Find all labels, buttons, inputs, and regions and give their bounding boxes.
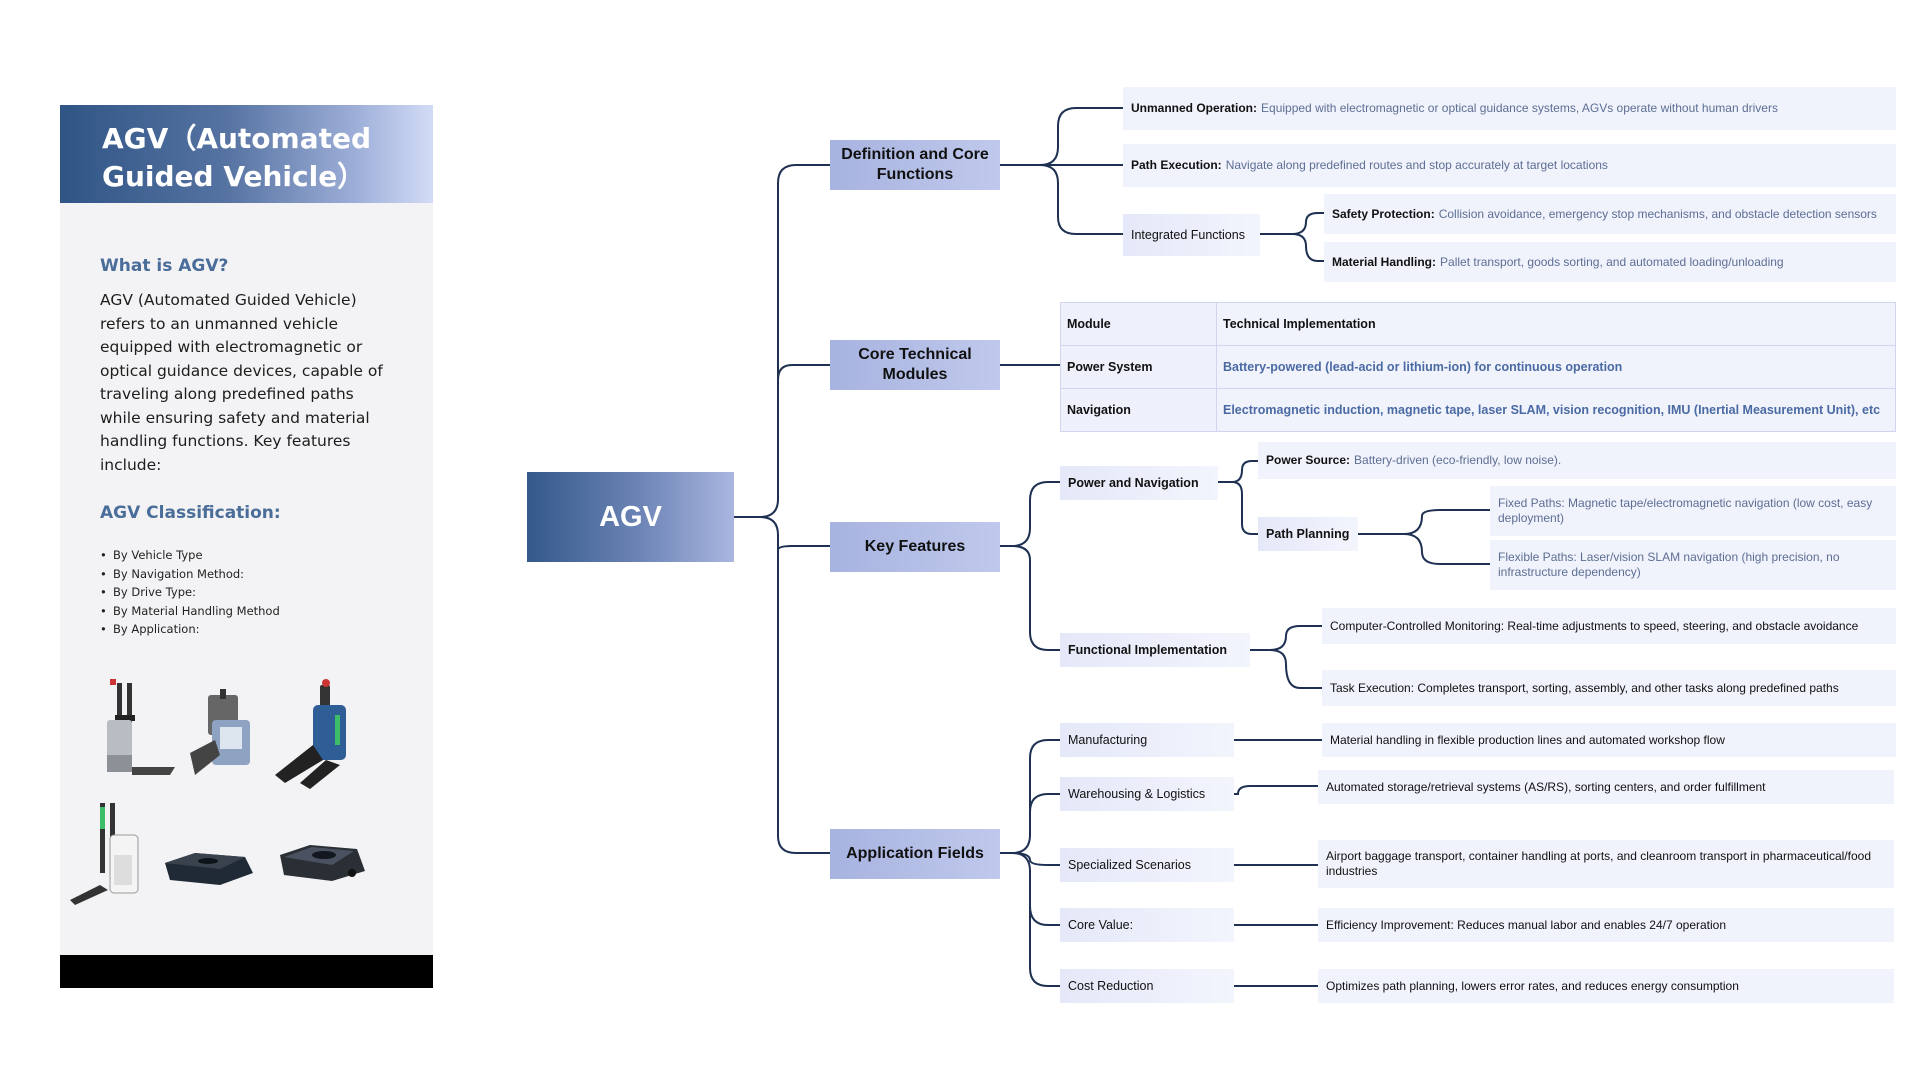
table-cell-implementation: Battery-powered (lead-acid or lithium-io… [1216, 345, 1896, 389]
classification-list: By Vehicle Type By Navigation Method: By… [100, 546, 280, 639]
leaf-safety-protection: Safety Protection: Collision avoidance, … [1324, 194, 1896, 234]
app-field-manufacturing: Manufacturing [1060, 723, 1234, 757]
classification-item: By Drive Type: [100, 583, 280, 602]
leaf-title: Power Source: [1266, 453, 1351, 467]
what-is-agv-heading: What is AGV? [100, 256, 229, 276]
table-cell-implementation: Electromagnetic induction, magnetic tape… [1216, 388, 1896, 432]
flat-amr-image [280, 845, 365, 881]
app-field-desc: Material handling in flexible production… [1322, 723, 1896, 757]
panel-footer-bar [60, 955, 433, 988]
table-header-cell: Module [1060, 302, 1217, 346]
table-row: Navigation Electromagnetic induction, ma… [1060, 388, 1896, 432]
app-field-desc: Automated storage/retrieval systems (AS/… [1318, 770, 1894, 804]
leaf-desc: Battery-driven (eco-friendly, low noise)… [1354, 453, 1562, 467]
leaf-title: Material Handling: [1332, 254, 1437, 269]
agv-vehicle-images [70, 679, 365, 905]
leaf-material-handling: Material Handling: Pallet transport, goo… [1324, 242, 1896, 282]
app-field-desc: Airport baggage transport, container han… [1318, 840, 1894, 888]
root-node-agv: AGV [527, 472, 734, 562]
compact-stacker-agv-image [190, 689, 250, 775]
classification-heading: AGV Classification: [100, 503, 281, 523]
app-field-desc: Efficiency Improvement: Reduces manual l… [1318, 908, 1894, 942]
app-field-core-value: Core Value: [1060, 908, 1234, 942]
app-field-cost-reduction: Cost Reduction [1060, 969, 1234, 1003]
branch-application-fields: Application Fields [830, 829, 1000, 879]
leaf-desc: Pallet transport, goods sorting, and aut… [1440, 254, 1784, 269]
leaf-task-execution: Task Execution: Completes transport, sor… [1322, 670, 1896, 706]
branch-key-features: Key Features [830, 522, 1000, 572]
table-row: Power System Battery-powered (lead-acid … [1060, 345, 1896, 389]
table-header-cell: Technical Implementation [1216, 302, 1896, 346]
branch-core-technical-modules: Core Technical Modules [830, 340, 1000, 390]
classification-item: By Navigation Method: [100, 565, 280, 584]
leaf-desc: Equipped with electromagnetic or optical… [1261, 101, 1778, 115]
app-field-warehousing: Warehousing & Logistics [1060, 777, 1234, 811]
stacker-agv-image [107, 679, 175, 775]
leaf-power-source: Power Source: Battery-driven (eco-friend… [1258, 442, 1896, 479]
table-cell-module: Power System [1060, 345, 1217, 389]
sub-integrated-functions: Integrated Functions [1123, 214, 1260, 256]
technical-modules-table: Module Technical Implementation Power Sy… [1060, 302, 1896, 432]
leaf-title: Safety Protection: [1332, 206, 1435, 221]
leaf-computer-monitoring: Computer-Controlled Monitoring: Real-tim… [1322, 608, 1896, 644]
leaf-path-execution: Path Execution: Navigate along predefine… [1123, 144, 1896, 187]
leaf-desc: Navigate along predefined routes and sto… [1225, 158, 1608, 172]
leaf-title: Unmanned Operation: [1131, 101, 1258, 115]
leaf-fixed-paths: Fixed Paths: Magnetic tape/electromagnet… [1490, 486, 1896, 536]
leaf-desc: Collision avoidance, emergency stop mech… [1438, 206, 1877, 221]
app-field-desc: Optimizes path planning, lowers error ra… [1318, 969, 1894, 1003]
table-cell-module: Navigation [1060, 388, 1217, 432]
leaf-flexible-paths: Flexible Paths: Laser/vision SLAM naviga… [1490, 540, 1896, 590]
panel-title: AGV（Automated Guided Vehicle） [60, 105, 433, 203]
table-header-row: Module Technical Implementation [1060, 302, 1896, 346]
leaf-unmanned-operation: Unmanned Operation: Equipped with electr… [1123, 87, 1896, 130]
leaf-title: Path Execution: [1131, 158, 1222, 172]
counterbalance-agv-image [70, 803, 139, 905]
what-is-agv-text: AGV (Automated Guided Vehicle) refers to… [100, 291, 383, 474]
sub-functional-implementation: Functional Implementation [1060, 633, 1250, 667]
sub-power-and-navigation: Power and Navigation [1060, 466, 1218, 500]
pallet-jack-agv-image [275, 679, 346, 789]
classification-item: By Vehicle Type [100, 546, 280, 565]
sub-path-planning: Path Planning [1258, 517, 1358, 551]
classification-item: By Application: [100, 620, 280, 639]
classification-item: By Material Handling Method [100, 602, 280, 621]
branch-definition: Definition and Core Functions [830, 140, 1000, 190]
flat-amr-image [165, 853, 253, 885]
app-field-specialized: Specialized Scenarios [1060, 848, 1234, 882]
